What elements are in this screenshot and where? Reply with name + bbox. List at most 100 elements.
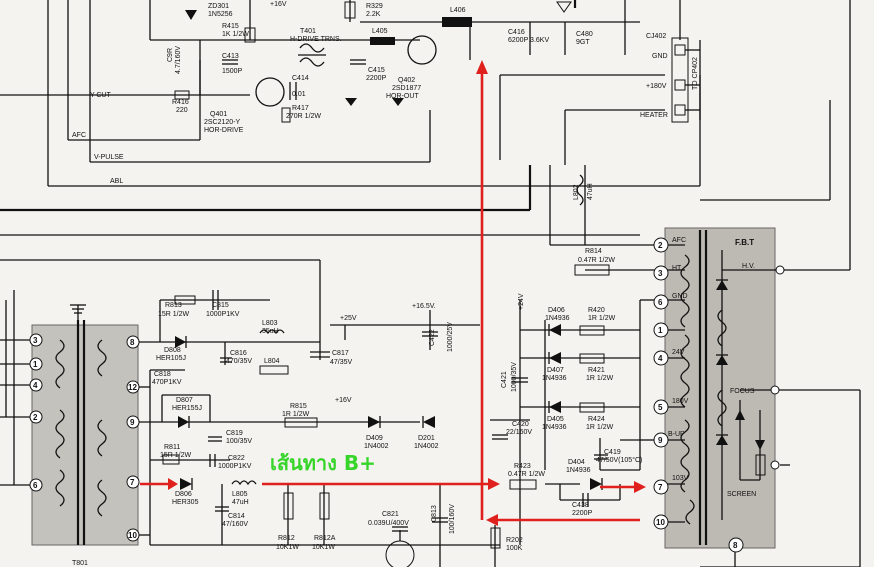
part-label: R415 [222, 23, 239, 30]
part-label: 470/35V [226, 358, 252, 365]
connector-side-label: TO CP402 [692, 57, 699, 90]
part-label: H-DRIVE TRNS. [290, 36, 342, 43]
part-label: 4.7/160V [175, 46, 182, 74]
fbt-pin-label: AFC [672, 237, 686, 244]
part-label: 2200P [366, 75, 387, 82]
fbt-pin-number: 9 [658, 436, 663, 445]
part-label: 0.01 [292, 91, 306, 98]
part-label: C413 [222, 53, 239, 60]
part-label: 1N4936 [566, 467, 591, 474]
part-label: R811 [164, 444, 180, 451]
part-label: D807 [176, 397, 193, 404]
part-label: 1N4936 [542, 424, 567, 431]
part-label: 15R 1/2W [158, 311, 190, 318]
connector-title: CJ402 [646, 33, 666, 40]
part-label: 47/35V [330, 359, 353, 366]
part-label: 1R 1/2W [586, 375, 614, 382]
fbt-pin-number: 4 [658, 354, 663, 363]
part-label: C815 [212, 302, 229, 309]
part-label: Y-CUT [90, 92, 111, 99]
part-label: 470P1KV [152, 379, 182, 386]
signal-abl: ABL [110, 178, 123, 185]
part-label: R814 [585, 248, 602, 255]
fbt-block [620, 227, 790, 549]
part-label: 1000/35V [511, 362, 518, 392]
fbt-pin-number: 1 [658, 326, 663, 335]
part-label: 0.039U/400V [368, 520, 409, 527]
part-label: C821 [382, 511, 399, 518]
part-label: HER305 [172, 499, 199, 506]
connector-pin-180v: +180V [646, 83, 667, 90]
fbt-rectifiers [490, 264, 640, 545]
part-label: C813 [431, 505, 438, 522]
part-label: 1N4002 [364, 443, 389, 450]
connector-cj402: CJ402 GND +180V HEATER TO CP402 [640, 33, 699, 119]
part-label: C818 [154, 371, 171, 378]
part-label: +16.5V. [412, 303, 436, 310]
part-label: C817 [332, 350, 349, 357]
part-label: C420 [512, 421, 529, 428]
part-label: C438 [572, 502, 589, 509]
part-label: C9R [167, 48, 174, 62]
part-label: 270R 1/2W [286, 113, 321, 120]
fbt-pin-label: B-UP [668, 431, 685, 438]
transformer-pin-number: 10 [128, 531, 137, 540]
part-label: Q402 [398, 77, 415, 84]
part-label: R423 [514, 463, 531, 470]
part-label: D405 [547, 416, 564, 423]
part-label: L804 [264, 358, 280, 365]
fbt-pin-number: 6 [658, 298, 663, 307]
part-label: +25V [340, 315, 357, 322]
part-label: R417 [292, 105, 309, 112]
part-label: R202 [506, 537, 523, 544]
top-labels: ZD301 1N5256 +16V R415 1K 1/2W R329 2.2K… [90, 1, 593, 134]
part-label: R421 [588, 367, 605, 374]
part-label: 2200P [572, 510, 593, 517]
part-label: L803 [262, 320, 278, 327]
part-label: D201 [418, 435, 435, 442]
part-label: 1R 1/2W [586, 424, 614, 431]
part-label: R815 [290, 403, 307, 410]
part-label: 1N4936 [542, 375, 567, 382]
fbt-focus-label: FOCUS [730, 388, 755, 395]
transformer-pin-number: 6 [33, 481, 38, 490]
part-label: ZD301 [208, 3, 229, 10]
part-label: 0.47R 1/2W [578, 257, 615, 264]
part-label: 1N4002 [414, 443, 439, 450]
signal-afc: AFC [72, 132, 86, 139]
fbt-title: F.B.T [735, 238, 754, 247]
part-label: 35uH [262, 328, 279, 335]
part-label: 47uH [232, 499, 249, 506]
transformer-label: T801 [72, 560, 88, 567]
fbt-pin-number: 10 [656, 518, 665, 527]
connector-pin-heater: HEATER [640, 112, 668, 119]
part-label: HOR-OUT [386, 93, 419, 100]
fbt-pin-number: 7 [658, 483, 663, 492]
fbt-pin-label: GND [672, 293, 688, 300]
fbt-pin-label: HT. [672, 265, 683, 272]
part-label: +16V [270, 1, 287, 8]
part-label: C822 [228, 455, 245, 462]
part-label: 1000/25V [447, 322, 454, 352]
part-label: T401 [300, 28, 316, 35]
part-label: 1000P1KV [218, 463, 252, 470]
part-label: 2.2K [366, 11, 381, 18]
part-label: 47/160V [222, 521, 248, 528]
part-label: 1500P [222, 68, 243, 75]
transformer-pin-number: 3 [33, 336, 38, 345]
part-label: L406 [450, 7, 466, 14]
part-label: 22/160V [506, 429, 532, 436]
top-components [174, 1, 701, 206]
fbt-side-labels: R814 0.47R 1/2W L802 47uH D406 1N4936 R4… [508, 183, 642, 517]
part-label: 1R 1/2W [282, 411, 310, 418]
part-label: C414 [292, 75, 309, 82]
part-label: L405 [372, 28, 388, 35]
fbt-pins: 2 3 6 1 4 5 9 7 10 8 AFC HT. GND 24V 180… [653, 237, 756, 553]
signal-labels: AFC V-PULSE ABL [72, 132, 124, 185]
part-label: 220 [176, 107, 188, 114]
bplus-annotation-text: เส้นทาง B+ [270, 451, 376, 475]
part-label: R424 [588, 416, 605, 423]
part-label: R813 [165, 302, 182, 309]
fbt-pin-number: 3 [658, 269, 663, 278]
